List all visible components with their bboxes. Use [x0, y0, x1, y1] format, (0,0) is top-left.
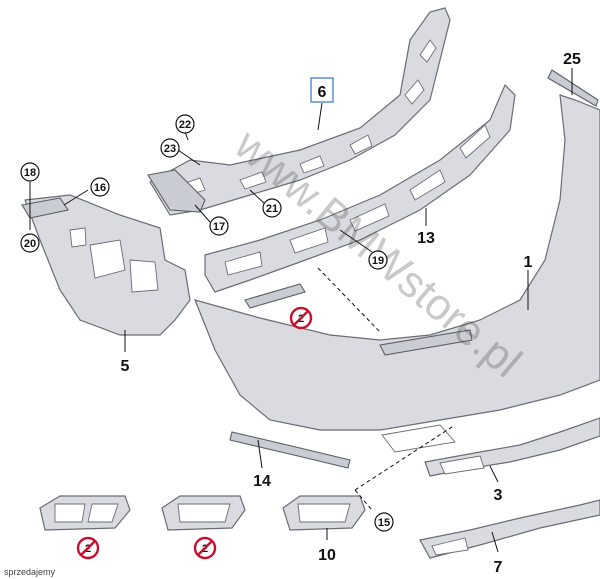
part-23-bracket	[147, 169, 206, 213]
part-13-carrier	[204, 83, 516, 293]
leader-lines	[29, 68, 573, 553]
label-1: 1	[524, 254, 533, 271]
svg-text:18: 18	[24, 167, 36, 179]
part-16-bracket	[21, 197, 69, 219]
highlight-box-6	[310, 77, 334, 103]
label-25: 25	[563, 51, 581, 68]
callout-21: 21	[262, 198, 282, 218]
part-5-side-bracket	[24, 194, 191, 336]
callout-19: 19	[368, 250, 388, 270]
callout-23: 23	[160, 138, 180, 158]
callout-2-na-mid: 2	[193, 536, 217, 560]
exhaust-tip-part-10	[282, 495, 366, 531]
exhaust-tip-b	[161, 495, 246, 531]
part-7-trim	[419, 499, 600, 559]
footer-text: sprzedajemy	[4, 567, 56, 577]
part-14-strip	[229, 431, 351, 469]
svg-text:23: 23	[164, 143, 176, 155]
svg-text:20: 20	[24, 238, 36, 250]
callout-22: 22	[175, 114, 195, 134]
svg-text:22: 22	[179, 119, 191, 131]
part-25-strip	[547, 69, 599, 107]
callout-15: 15	[374, 512, 394, 532]
svg-text:15: 15	[378, 517, 390, 529]
label-6: 6	[318, 84, 327, 101]
svg-text:16: 16	[94, 182, 106, 194]
label-5: 5	[121, 358, 130, 375]
svg-text:19: 19	[372, 255, 384, 267]
callout-18: 18	[20, 162, 40, 182]
part-1-bumper-cover	[193, 94, 600, 453]
callout-2-na-left: 2	[76, 536, 100, 560]
callout-17: 17	[209, 216, 229, 236]
label-3: 3	[494, 487, 503, 504]
exhaust-tip-a	[39, 495, 131, 531]
label-14: 14	[253, 473, 271, 490]
label-7: 7	[494, 559, 503, 576]
svg-text:21: 21	[266, 203, 278, 215]
svg-text:17: 17	[213, 221, 225, 233]
label-13: 13	[417, 230, 435, 247]
callout-16: 16	[90, 177, 110, 197]
callout-2-na-top: 2	[289, 306, 313, 330]
part-2-strip	[244, 283, 306, 309]
part-3-insert	[424, 417, 600, 477]
callout-20: 20	[20, 233, 40, 253]
label-10: 10	[318, 547, 336, 564]
